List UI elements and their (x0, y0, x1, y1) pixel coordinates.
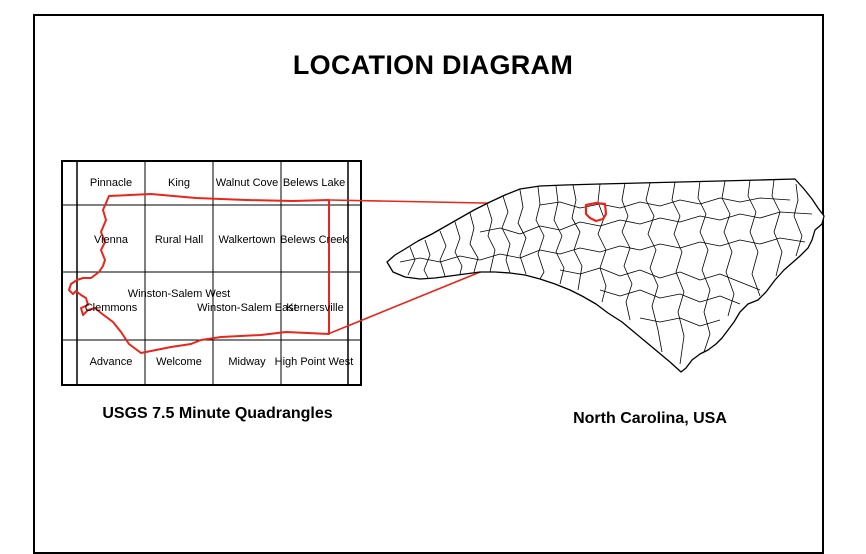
quadrangle-label-pinnacle: Pinnacle (89, 177, 133, 189)
quadrangles-caption: USGS 7.5 Minute Quadrangles (102, 405, 333, 422)
callout-and-state-map (327, 178, 825, 373)
quadrangle-label-midway: Midway (228, 356, 266, 368)
quadrangle-label-rural-hall: Rural Hall (154, 234, 204, 246)
quadrangle-label-vienna: Vienna (93, 234, 129, 246)
quadrangle-label-winston-salem-east: Winston-Salem East (197, 302, 297, 314)
quadrangle-label-clemmons: Clemmons (84, 302, 138, 314)
page-title: LOCATION DIAGRAM (292, 50, 574, 80)
quadrangle-label-high-point-west: High Point West (274, 356, 354, 368)
quadrangle-label-king: King (167, 177, 191, 189)
forsyth-county-highlight (584, 201, 608, 223)
north-carolina-outline (386, 178, 825, 373)
quadrangle-label-welcome: Welcome (156, 356, 202, 368)
quadrangle-label-walnut-cove: Walnut Cove (215, 177, 279, 189)
quadrangle-label-belews-lake: Belews Lake (282, 177, 346, 189)
quadrangle-label-advance: Advance (89, 356, 133, 368)
quadrangle-label-kernersville: Kernersville (286, 302, 344, 314)
quadrangle-grid (61, 160, 362, 386)
quadrangle-index-map: Pinnacle King Walnut Cove Belews Lake Vi… (61, 160, 362, 386)
quadrangle-label-walkertown: Walkertown (218, 234, 276, 246)
county-boundaries (399, 179, 813, 365)
forsyth-boundary-detail (68, 193, 330, 354)
quadrangle-label-winston-salem-west: Winston-Salem West (127, 288, 231, 300)
quadrangle-label-belews-creek: Belews Creek (280, 234, 348, 246)
state-caption: North Carolina, USA (573, 410, 727, 427)
